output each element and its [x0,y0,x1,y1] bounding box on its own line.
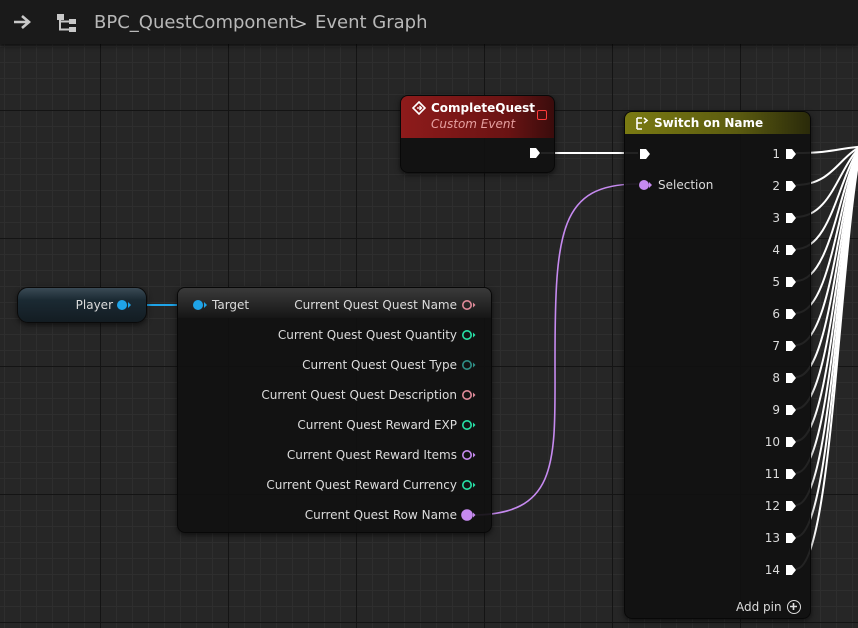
event-diamond-icon [412,101,426,115]
exec-out-pin-icon[interactable] [785,244,797,256]
selection-pin-icon[interactable] [638,179,652,191]
blueprint-hierarchy-icon [57,14,76,32]
exec-out-pin-icon[interactable] [785,372,797,384]
switch-title: Switch on Name [654,116,764,130]
object-out-pin-icon[interactable] [116,299,132,311]
exec-out-pin-icon[interactable] [785,308,797,320]
struct-output-label: Current Quest Quest Name [294,298,457,312]
struct-output-pin-icon[interactable] [461,389,477,401]
exec-out-pin-icon[interactable] [785,212,797,224]
arrow-right-icon[interactable] [12,11,34,33]
exec-out-pin-icon[interactable] [529,147,541,159]
switch-output-label: 13 [764,531,780,545]
switch-output-label: 14 [764,563,780,577]
switch-output-label: 8 [772,371,780,385]
struct-output-pin-icon[interactable] [461,449,477,461]
switch-output-label: 11 [764,467,780,481]
struct-output-label: Current Quest Quest Description [261,388,457,402]
struct-output-pin-icon[interactable] [461,419,477,431]
struct-output-pin-icon[interactable] [461,479,477,491]
exec-out-pin-icon[interactable] [785,564,797,576]
switch-output-label: 10 [764,435,780,449]
breadcrumb-graph[interactable]: Event Graph [315,12,428,33]
selection-pin-label: Selection [658,178,714,192]
graph-tab-bar: BPC_QuestComponent > Event Graph [0,0,858,44]
switch-output-label: 4 [772,243,780,257]
custom-event-title: CompleteQuest [431,101,536,115]
struct-output-label: Current Quest Row Name [304,508,457,522]
switch-output-label: 5 [772,275,780,289]
struct-output-pin-icon[interactable] [461,509,477,521]
exec-out-pin-icon[interactable] [785,500,797,512]
delegate-pin-icon[interactable] [537,110,547,120]
struct-output-label: Current Quest Quest Type [302,358,457,372]
switch-output-label: 9 [772,403,780,417]
exec-out-pin-icon[interactable] [785,404,797,416]
breadcrumb-blueprint[interactable]: BPC_QuestComponent [94,12,297,33]
player-label: Player [75,298,113,312]
switch-branch-icon [636,117,649,130]
exec-out-pin-icon[interactable] [785,468,797,480]
exec-out-pin-icon[interactable] [785,148,797,160]
custom-event-header [401,96,554,138]
breadcrumb-separator: > [294,14,308,33]
struct-output-pin-icon[interactable] [461,329,477,341]
switch-output-label: 6 [772,307,780,321]
exec-out-pin-icon[interactable] [785,180,797,192]
struct-output-label: Current Quest Reward EXP [297,418,457,432]
struct-output-label: Current Quest Reward Items [286,448,457,462]
custom-event-subtitle: Custom Event [431,117,516,131]
add-pin-label[interactable]: Add pin [736,600,782,614]
exec-in-pin-icon[interactable] [639,148,651,160]
target-pin-label: Target [212,298,250,312]
switch-output-label: 7 [772,339,780,353]
switch-output-label: 1 [772,147,780,161]
struct-output-label: Current Quest Reward Currency [266,478,457,492]
switch-output-label: 3 [772,211,780,225]
switch-header [625,112,810,134]
switch-output-label: 12 [764,499,780,513]
exec-out-pin-icon[interactable] [785,436,797,448]
struct-output-pin-icon[interactable] [461,359,477,371]
plus-circle-icon[interactable] [787,600,801,614]
switch-output-label: 2 [772,179,780,193]
target-pin-icon[interactable] [192,299,208,311]
exec-out-pin-icon[interactable] [785,276,797,288]
player-variable-node[interactable]: Player [17,287,147,323]
exec-out-pin-icon[interactable] [785,532,797,544]
name-wire [471,183,639,516]
struct-output-pin-icon[interactable] [461,299,477,311]
exec-out-pin-icon[interactable] [785,340,797,352]
custom-event-node[interactable]: CompleteQuest Custom Event [400,95,555,173]
struct-output-label: Current Quest Quest Quantity [277,328,457,342]
quest-struct-header [178,288,491,318]
